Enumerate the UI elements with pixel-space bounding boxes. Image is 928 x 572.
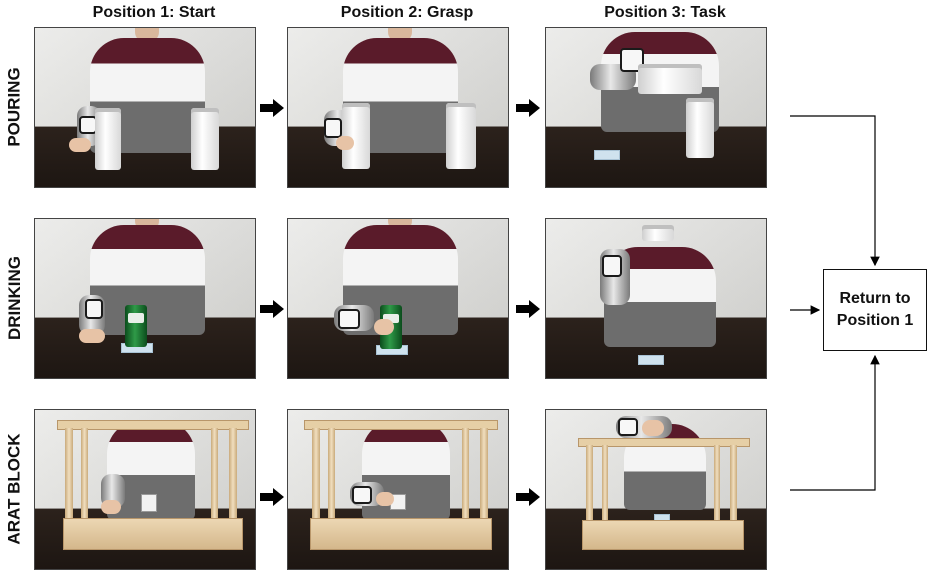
cup xyxy=(638,64,702,94)
connector-from-arat xyxy=(790,354,880,491)
target-coaster xyxy=(594,150,620,160)
photo-pouring-task xyxy=(545,27,767,188)
arrow-right-icon xyxy=(516,99,540,117)
column-header-start: Position 1: Start xyxy=(92,4,216,21)
soda-can xyxy=(125,305,147,347)
exoskeleton-device xyxy=(352,486,372,504)
shelf-frame-base xyxy=(63,518,243,550)
arrow-right-icon xyxy=(260,488,284,506)
arrow-right-icon xyxy=(516,488,540,506)
cup xyxy=(446,103,476,169)
result-box-line1: Return to xyxy=(839,290,911,307)
exoskeleton-device xyxy=(618,418,638,436)
photo-arat-grasp xyxy=(287,409,509,570)
cup xyxy=(686,98,714,158)
shelf-frame-base xyxy=(582,520,744,550)
cup xyxy=(191,108,219,170)
exoskeleton-device xyxy=(338,309,360,329)
target-coaster xyxy=(638,355,664,365)
exoskeleton-device xyxy=(324,118,342,138)
shelf-frame-top xyxy=(304,420,498,430)
return-to-position-box: Return to Position 1 xyxy=(823,269,927,351)
arat-block xyxy=(141,494,157,512)
arrow-right-icon xyxy=(516,300,540,318)
exoskeleton-device xyxy=(602,255,622,277)
photo-arat-start xyxy=(34,409,256,570)
photo-drinking-task xyxy=(545,218,767,379)
column-header-grasp: Position 2: Grasp xyxy=(340,4,474,21)
photo-drinking-grasp xyxy=(287,218,509,379)
connector-from-pouring xyxy=(790,115,880,267)
photo-drinking-start xyxy=(34,218,256,379)
column-header-task: Position 3: Task xyxy=(604,4,726,21)
cup xyxy=(95,108,121,170)
soda-can-raised xyxy=(642,225,674,241)
photo-pouring-grasp xyxy=(287,27,509,188)
arrow-right-icon xyxy=(260,300,284,318)
arrow-right-icon xyxy=(260,99,284,117)
person-figure xyxy=(90,225,205,335)
shelf-frame-top xyxy=(578,438,750,447)
photo-arat-task xyxy=(545,409,767,570)
photo-pouring-start xyxy=(34,27,256,188)
shelf-frame-top xyxy=(57,420,249,430)
exoskeleton-device xyxy=(85,299,103,319)
result-box-line2: Position 1 xyxy=(836,312,914,329)
shelf-frame-base xyxy=(310,518,492,550)
